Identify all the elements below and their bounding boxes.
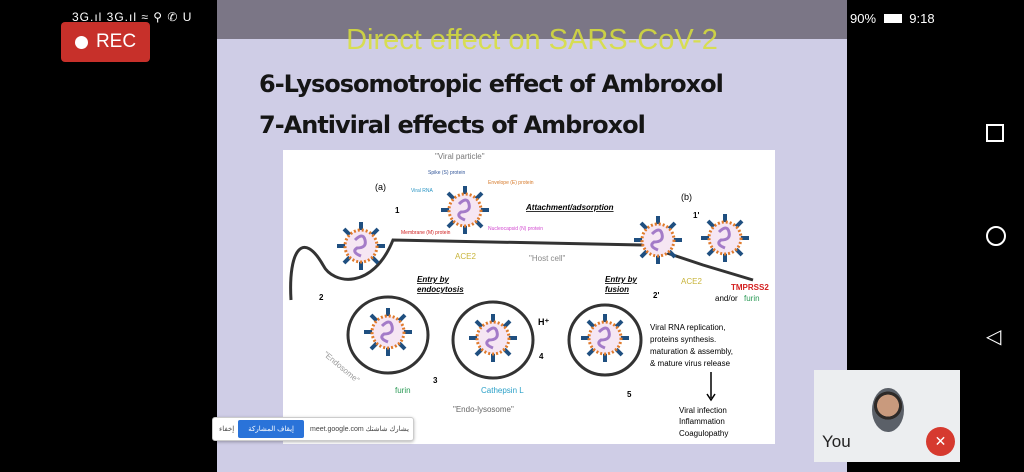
label-outcome: Coagulopathy (679, 429, 728, 438)
label-entry-fusion: Entry by (605, 275, 638, 284)
label-endolysosome: "Endo-lysosome" (453, 405, 514, 414)
label-endocytosis: endocytosis (417, 285, 464, 294)
label-furin: furin (395, 386, 411, 395)
battery-icon (883, 14, 902, 23)
screen-share-bar: إخفاء إيقاف المشاركة meet.google.com يشا… (212, 417, 414, 441)
mic-muted-icon[interactable]: ✕ (926, 427, 955, 456)
record-icon (74, 35, 88, 49)
label-entry-endo: Entry by (417, 275, 450, 284)
label-outcome: Inflammation (679, 417, 725, 426)
step-4: 4 (539, 352, 544, 361)
label-replication: proteins synthesis. (650, 335, 716, 344)
label-fusion: fusion (605, 285, 629, 294)
presentation-slide: Direct effect on SARS-CoV-2 6-Lysosomotr… (217, 0, 847, 472)
label-replication: Viral RNA replication, (650, 323, 725, 332)
recents-button[interactable] (986, 124, 1004, 142)
share-status-text: meet.google.com يشارك شاشتك (310, 426, 409, 433)
label-envelope: Envelope (E) protein (488, 180, 534, 186)
battery-percent: 90% (850, 11, 877, 26)
label-cathepsin: Cathepsin L (481, 386, 524, 395)
rec-button[interactable]: REC (61, 22, 150, 62)
self-view-label: You (822, 432, 851, 451)
label-hplus: H⁺ (538, 317, 549, 327)
step-2b: 2' (653, 291, 659, 300)
step-1: 1 (395, 206, 400, 215)
label-spike: Spike (S) protein (428, 170, 465, 176)
label-ace2: ACE2 (455, 252, 476, 261)
label-b: (b) (681, 192, 692, 202)
label-attachment: Attachment/adsorption (525, 203, 614, 212)
label-replication: maturation & assembly, (650, 347, 733, 356)
stop-sharing-button[interactable]: إيقاف المشاركة (238, 420, 304, 438)
status-icons: 3G.ıl 3G.ıl ≈ ⚲ ✆ U (72, 10, 193, 24)
label-viral-rna: Viral RNA (411, 188, 434, 194)
label-ace2-b: ACE2 (681, 277, 702, 286)
label-membrane: Membrane (M) protein (401, 230, 451, 236)
step-2: 2 (319, 293, 324, 302)
bullet-2: 7-Antiviral effects of Ambroxol (259, 111, 646, 139)
home-button[interactable] (986, 226, 1006, 246)
label-replication: & mature virus release (650, 359, 731, 368)
avatar (872, 388, 904, 432)
back-button[interactable]: ◁ (986, 326, 1002, 348)
label-a: (a) (375, 182, 386, 192)
label-outcome: Viral infection (679, 406, 727, 415)
step-3: 3 (433, 376, 438, 385)
label-furin-b: furin (744, 294, 760, 303)
label-host-cell: "Host cell" (529, 254, 566, 263)
clock: 9:18 (909, 11, 935, 26)
status-right: 90% 9:18 (850, 11, 935, 26)
slide-title: Direct effect on SARS-CoV-2 (346, 24, 718, 56)
label-tmprss2: TMPRSS2 (731, 283, 769, 292)
virus-entry-diagram: "Viral particle" Spike (S) protein Envel… (283, 150, 775, 444)
hide-share-button[interactable]: إخفاء (219, 426, 235, 433)
step-5: 5 (627, 390, 632, 399)
step-1b: 1' (693, 211, 699, 220)
label-andor: and/or (715, 294, 738, 303)
rec-label: REC (95, 31, 137, 52)
self-view-tile: You ✕ (814, 370, 960, 462)
bullet-1: 6-Lysosomotropic effect of Ambroxol (259, 70, 724, 98)
label-nucleocapsid: Nucleocapsid (N) protein (488, 226, 543, 232)
label-viral-particle: "Viral particle" (435, 152, 485, 161)
